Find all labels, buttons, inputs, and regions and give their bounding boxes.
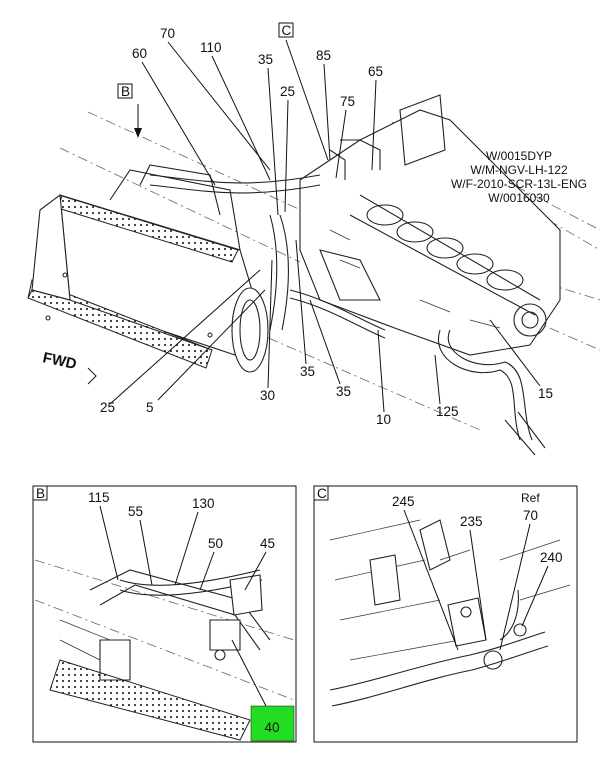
callout: 70 xyxy=(523,508,538,523)
callout: 235 xyxy=(460,514,483,529)
callout: 115 xyxy=(88,490,110,505)
callout: 245 xyxy=(392,494,415,509)
svg-text:B: B xyxy=(36,486,45,501)
detail-b-view: B 115 55 130 50 45 xyxy=(32,485,297,743)
callout: 35 xyxy=(336,384,351,399)
callout: 65 xyxy=(368,64,383,79)
callout: 35 xyxy=(258,52,273,67)
callout: 25 xyxy=(100,400,115,415)
callout: 125 xyxy=(436,404,459,419)
callout: 35 xyxy=(300,364,315,379)
svg-text:W/0016030: W/0016030 xyxy=(488,191,550,205)
callout: 50 xyxy=(208,536,223,551)
svg-text:W/0015DYP: W/0015DYP xyxy=(486,149,552,163)
detail-c-view: C 245 235 Ref 70 240 xyxy=(313,485,578,743)
radiator-grille xyxy=(27,164,269,373)
main-view: B C FWD W/0015DYP W/M-NGV-LH-122 W/F-201… xyxy=(27,22,601,456)
detail-b-drawing xyxy=(34,559,295,741)
hose-assembly xyxy=(149,139,546,456)
svg-text:C: C xyxy=(317,486,327,501)
callout: 70 xyxy=(160,26,175,41)
callout: 10 xyxy=(376,412,391,427)
view-label-b: B xyxy=(117,83,142,138)
callout: 240 xyxy=(540,550,563,565)
svg-text:40: 40 xyxy=(264,720,279,735)
engine-block xyxy=(299,94,561,356)
svg-text:W/F-2010-SCR-13L-ENG: W/F-2010-SCR-13L-ENG xyxy=(451,177,587,191)
svg-text:B: B xyxy=(121,84,130,99)
callout: 110 xyxy=(200,40,222,55)
callout: 25 xyxy=(280,84,295,99)
callout: 130 xyxy=(192,496,215,511)
applicability-notes: W/0015DYP W/M-NGV-LH-122 W/F-2010-SCR-13… xyxy=(451,149,587,205)
view-label-c: C xyxy=(278,22,329,161)
callout: 85 xyxy=(316,48,331,63)
svg-text:FWD: FWD xyxy=(41,349,78,373)
callout: 75 xyxy=(340,94,355,109)
fwd-indicator: FWD xyxy=(41,349,97,385)
callout: 30 xyxy=(260,388,275,403)
ref-label: Ref xyxy=(521,491,540,505)
callout: 45 xyxy=(260,536,275,551)
svg-text:C: C xyxy=(282,23,292,38)
callout: 5 xyxy=(146,400,154,415)
callout: 55 xyxy=(128,504,143,519)
detail-b-callouts: 115 55 130 50 45 xyxy=(88,490,275,707)
callout: 15 xyxy=(538,386,553,401)
detail-c-callouts: 245 235 Ref 70 240 xyxy=(392,491,563,651)
callout: 60 xyxy=(132,46,147,61)
svg-text:W/M-NGV-LH-122: W/M-NGV-LH-122 xyxy=(470,163,568,177)
main-callouts: 70 110 60 35 85 65 25 75 35 30 35 10 xyxy=(100,26,553,427)
detail-c-drawing xyxy=(329,519,571,707)
highlighted-callout-40: 40 xyxy=(250,705,295,742)
